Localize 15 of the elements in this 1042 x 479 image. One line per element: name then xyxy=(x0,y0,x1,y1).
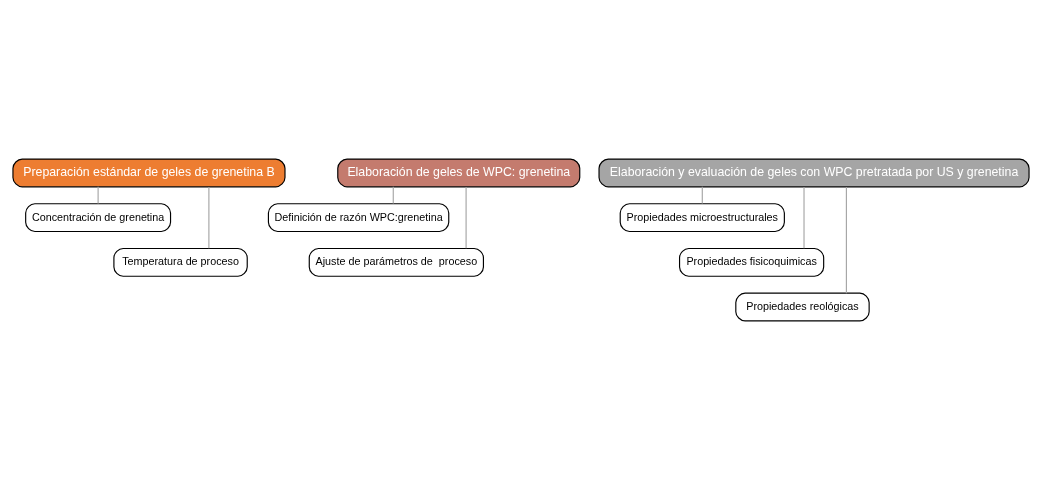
node-box: Propiedades microestructurales xyxy=(619,202,785,232)
node-box: Propiedades reológicas xyxy=(735,292,870,321)
node-box: Temperatura de proceso xyxy=(113,247,248,277)
node-box: Propiedades fisicoquimicas xyxy=(678,247,825,277)
node-box: Preparación estándar de geles de grenetina B xyxy=(12,158,286,187)
node-box: Elaboración y evaluación de geles con WPC pretratada por US y grenetina xyxy=(598,158,1030,187)
connector xyxy=(208,185,210,249)
node-box: Elaboración de geles de WPC: grenetina xyxy=(337,158,581,187)
connector xyxy=(97,185,99,204)
connector xyxy=(465,185,467,249)
connector xyxy=(803,185,805,249)
node-box: Definición de razón WPC:grenetina xyxy=(267,202,450,232)
node-box: Ajuste de parámetros de proceso xyxy=(308,247,484,277)
node-box: Concentración de grenetina xyxy=(25,202,172,232)
connector xyxy=(845,185,847,294)
